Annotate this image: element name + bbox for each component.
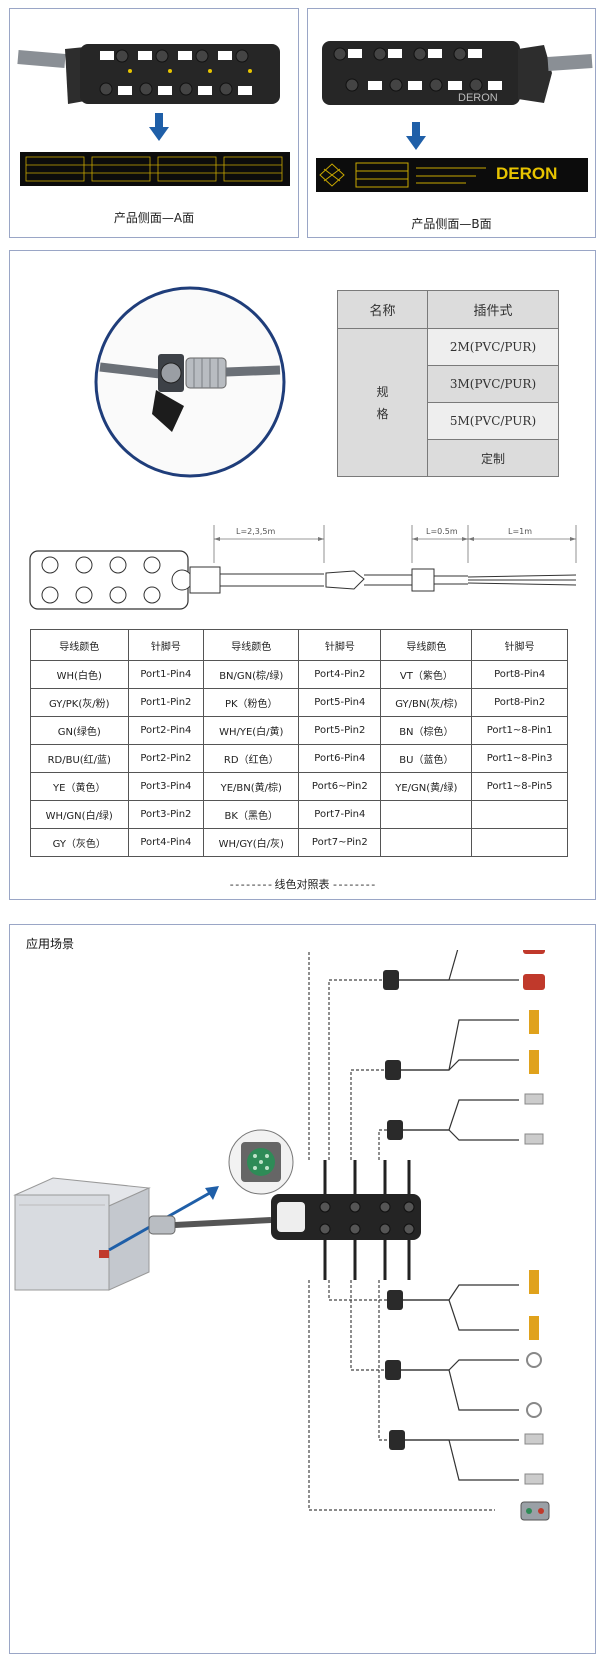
wire-cell: Port6-Pin4	[298, 744, 382, 773]
arrow-down-icon	[406, 122, 426, 150]
wire-cell: Port2-Pin2	[127, 744, 205, 773]
pigtail-length-label: L=0.5m	[426, 527, 458, 536]
side-b-caption: 产品侧面—B面	[411, 217, 492, 231]
tail-length-label: L=1m	[508, 527, 533, 536]
wire-cell: GY（灰色）	[30, 828, 129, 857]
wire-cell: Port7-Pin4	[298, 800, 382, 829]
side-a-caption: 产品侧面—A面	[113, 211, 195, 225]
wire-cell: WH/GY(白/灰)	[203, 828, 300, 857]
wire-cell: Port4-Pin4	[127, 828, 205, 857]
wire-cell	[471, 800, 568, 829]
wire-cell: WH/YE(白/黄)	[203, 716, 300, 745]
side-view-b-panel: DERON DERON 产品侧面—B面	[307, 8, 596, 238]
wire-cell: WH/GN(白/绿)	[30, 800, 129, 829]
wire-cell: Port1~8-Pin5	[471, 772, 568, 801]
spec-option: 定制	[427, 439, 559, 477]
wire-header: 针脚号	[471, 629, 568, 661]
spec-header-type: 插件式	[427, 290, 559, 329]
product-side-a-image	[17, 44, 280, 104]
wire-cell: Port1-Pin2	[127, 688, 205, 717]
spec-header-name: 名称	[337, 290, 428, 329]
wire-cell: VT（紫色）	[380, 660, 473, 689]
dimension-drawing	[29, 525, 577, 610]
wire-cell: PK（粉色）	[203, 688, 300, 717]
wire-color-table: 导线颜色 针脚号 导线颜色 针脚号 导线颜色 针脚号 WH(白色)Port1-P…	[30, 629, 568, 857]
side-b-label-strip	[316, 158, 588, 192]
wire-cell	[380, 800, 473, 829]
connector-closeup-image	[94, 286, 286, 478]
wire-cell: GY/PK(灰/粉)	[30, 688, 129, 717]
spec-option: 2M(PVC/PUR)	[427, 328, 559, 366]
wire-cell: RD/BU(红/蓝)	[30, 744, 129, 773]
wire-cell: RD（红色）	[203, 744, 300, 773]
wire-header: 针脚号	[298, 629, 382, 661]
wire-cell	[380, 828, 473, 857]
wire-cell: BK（黑色）	[203, 800, 300, 829]
wire-cell: Port4-Pin2	[298, 660, 382, 689]
spec-option: 3M(PVC/PUR)	[427, 365, 559, 403]
wire-cell: YE（黄色）	[30, 772, 129, 801]
wire-table-caption: - - - - - - - - 线色对照表 - - - - - - - -	[229, 878, 375, 891]
wire-cell: Port8-Pin2	[471, 688, 568, 717]
svg-text:DERON: DERON	[458, 92, 498, 104]
wire-cell	[471, 828, 568, 857]
side-view-a-panel: 产品侧面—A面	[9, 8, 299, 238]
wire-header: 导线颜色	[203, 629, 300, 661]
side-a-label-strip	[20, 152, 290, 186]
wire-cell: YE/BN(黄/棕)	[203, 772, 300, 801]
wire-cell: GN(绿色)	[30, 716, 129, 745]
wire-cell: Port2-Pin4	[127, 716, 205, 745]
wire-cell: WH(白色)	[30, 660, 129, 689]
application-diagram	[13, 950, 550, 1521]
spec-option: 5M(PVC/PUR)	[427, 402, 559, 440]
spec-row-label: 规格	[337, 328, 428, 477]
wire-cell: Port3-Pin4	[127, 772, 205, 801]
brand-label: DERON	[496, 164, 558, 183]
wire-cell: YE/GN(黄/绿)	[380, 772, 473, 801]
arrow-down-icon	[149, 113, 169, 141]
wire-header: 导线颜色	[30, 629, 129, 661]
wire-cell: Port1~8-Pin1	[471, 716, 568, 745]
wire-cell: Port5-Pin2	[298, 716, 382, 745]
cable-length-label: L=2,3,5m	[236, 527, 276, 536]
wire-cell: BU（蓝色）	[380, 744, 473, 773]
wire-header: 针脚号	[127, 629, 205, 661]
wire-cell: Port3-Pin2	[127, 800, 205, 829]
wire-cell: Port8-Pin4	[471, 660, 568, 689]
application-title: 应用场景	[26, 937, 75, 951]
wire-cell: BN（棕色）	[380, 716, 473, 745]
wire-cell: GY/BN(灰/棕)	[380, 688, 473, 717]
product-side-b-image: DERON	[322, 41, 593, 105]
wire-header: 导线颜色	[380, 629, 473, 661]
wire-cell: Port7~Pin2	[298, 828, 382, 857]
wire-cell: Port5-Pin4	[298, 688, 382, 717]
wire-cell: Port1-Pin4	[127, 660, 205, 689]
wire-cell: Port1~8-Pin3	[471, 744, 568, 773]
wire-cell: BN/GN(棕/绿)	[203, 660, 300, 689]
wire-cell: Port6~Pin2	[298, 772, 382, 801]
spec-table: 名称 插件式 规格 2M(PVC/PUR) 3M(PVC/PUR) 5M(PVC…	[337, 290, 559, 477]
